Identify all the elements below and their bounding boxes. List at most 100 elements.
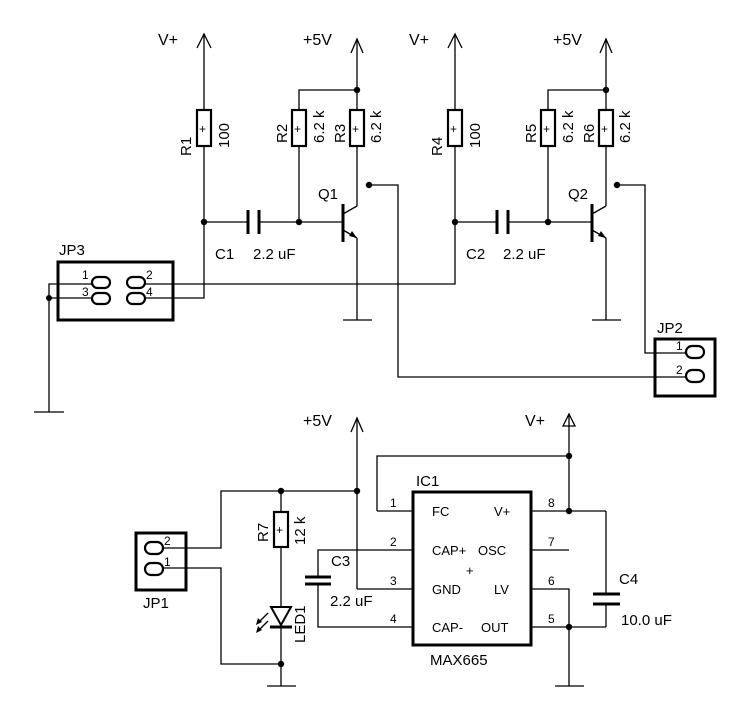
power-label-vplus-3: V+ (525, 413, 545, 430)
junction-dot (295, 218, 303, 226)
resistor-r2: + R2 6.2 k (274, 108, 328, 148)
r7-ref: R7 (255, 523, 272, 542)
r3-value: 6.2 k (368, 110, 385, 143)
resistor-r3: + R3 6.2 k (332, 108, 385, 148)
ic-pin-2: 2 (390, 535, 397, 549)
r6-ref: R6 (581, 124, 598, 143)
led1-ref: LED1 (292, 605, 309, 643)
r2-value: 6.2 k (311, 110, 328, 143)
jp1-pin-2: 2 (164, 534, 171, 548)
capacitor-c1: C1 2.2 uF (215, 210, 296, 263)
junction-dot (565, 507, 573, 515)
ic-plus: + (466, 563, 474, 578)
jp1-pin-1: 1 (164, 555, 171, 569)
wire-pin4 (317, 584, 413, 628)
jp3-pin-2: 2 (146, 268, 153, 282)
c1-ref: C1 (215, 246, 234, 263)
resistor-r5: + R5 6.2 k (523, 108, 577, 148)
junction-dot (544, 218, 552, 226)
c4-ref: C4 (619, 571, 638, 588)
transistor-q1: Q1 (318, 186, 358, 242)
ic-pin-4: 4 (390, 612, 397, 626)
ic-pin-7: 7 (548, 535, 555, 549)
c4-value: 10.0 uF (621, 612, 672, 629)
r4-value: 100 (467, 123, 484, 148)
resistor-r7: + R7 12 k (255, 510, 309, 549)
svg-text:+: + (294, 122, 301, 136)
jp3-pin-3: 3 (82, 285, 89, 299)
c3-ref: C3 (331, 553, 350, 570)
wire-jp3-pin4 (172, 222, 205, 299)
svg-text:+: + (601, 122, 608, 136)
wire-pin6 (531, 588, 570, 686)
resistor-r6: + R6 6.2 k (581, 108, 634, 148)
jp3-pin-4: 4 (146, 285, 153, 299)
junction-dot (353, 487, 361, 495)
ic-pin-name-gnd: GND (432, 582, 461, 597)
capacitor-c2: C2 2.2 uF (466, 210, 546, 263)
power-symbol-5v-1: +5V (303, 32, 364, 110)
ic-pin-name-vplus: V+ (494, 504, 510, 519)
power-label-vplus-1: V+ (158, 32, 178, 49)
ic-pin-3: 3 (390, 574, 397, 588)
svg-text:+: + (352, 122, 359, 136)
svg-text:+: + (450, 122, 457, 136)
r5-value: 6.2 k (560, 110, 577, 143)
ic-pin-name-capminus: CAP- (432, 620, 463, 635)
c3-value: 2.2 uF (330, 593, 373, 610)
junction-dot (353, 86, 361, 94)
wire-jp1-pin1 (185, 567, 281, 665)
svg-text:+: + (276, 523, 283, 537)
wire-jp3-left (48, 283, 58, 299)
r6-value: 6.2 k (617, 110, 634, 143)
ic-ref: IC1 (416, 473, 439, 490)
ic-pin-name-lv: LV (494, 582, 509, 597)
jp2-pin-1: 1 (676, 339, 683, 353)
c2-value: 2.2 uF (503, 246, 546, 263)
power-symbol-vplus-3: V+ (525, 412, 577, 511)
wire-r5-top (547, 89, 606, 110)
wire-q2-collector-to-jp2 (617, 184, 650, 354)
r4-ref: R4 (429, 137, 446, 156)
q2-ref: Q2 (568, 186, 588, 203)
ic-pin-5: 5 (548, 612, 555, 626)
led-led1: LED1 (256, 605, 309, 643)
r5-ref: R5 (523, 124, 540, 143)
jp3-pin-1: 1 (82, 268, 89, 282)
power-symbol-vplus-1: V+ (158, 32, 212, 110)
junction-dot (277, 660, 285, 668)
jp2-ref: JP2 (657, 320, 683, 337)
q1-ref: Q1 (318, 186, 338, 203)
jp2-pin-2: 2 (676, 363, 683, 377)
ic-pin-name-osc: OSC (478, 543, 506, 558)
ic-part: MAX665 (430, 652, 488, 669)
wire-ic-fc (376, 455, 569, 511)
power-label-5v-1: +5V (303, 32, 332, 49)
ic-pin-6: 6 (548, 574, 555, 588)
power-label-5v-3: +5V (303, 413, 332, 430)
capacitor-c4: C4 10.0 uF (593, 571, 672, 629)
resistor-r4: + R4 100 (429, 108, 484, 156)
capacitor-c3: C3 2.2 uF (305, 553, 373, 610)
power-label-vplus-2: V+ (409, 32, 429, 49)
r7-value: 12 k (292, 516, 309, 545)
ic-pin-name-capplus: CAP+ (432, 543, 466, 558)
ic-max665: IC1 MAX665 + 1 2 3 4 FC CAP+ GND CAP- 8 … (390, 473, 555, 669)
wire-q1-collector-to-jp2 (369, 184, 650, 378)
transistor-q2: Q2 (568, 186, 607, 242)
power-symbol-vplus-2: V+ (409, 32, 463, 110)
wire-r2-top (298, 89, 357, 110)
resistor-r1: + R1 100 (178, 108, 233, 156)
ic-pin-name-out: OUT (481, 620, 509, 635)
power-label-5v-2: +5V (553, 32, 582, 49)
ic-pin-1: 1 (390, 496, 397, 510)
connector-jp3: 1 2 3 4 JP3 (56, 242, 175, 322)
junction-dot (565, 452, 573, 460)
wire-jp1-pin2 (185, 490, 357, 549)
ic-pin-8: 8 (548, 496, 555, 510)
r1-value: 100 (216, 123, 233, 148)
connector-jp1: 2 1 JP1 (134, 531, 188, 612)
wire-jp3-pin2 (172, 222, 456, 285)
r2-ref: R2 (274, 124, 291, 143)
